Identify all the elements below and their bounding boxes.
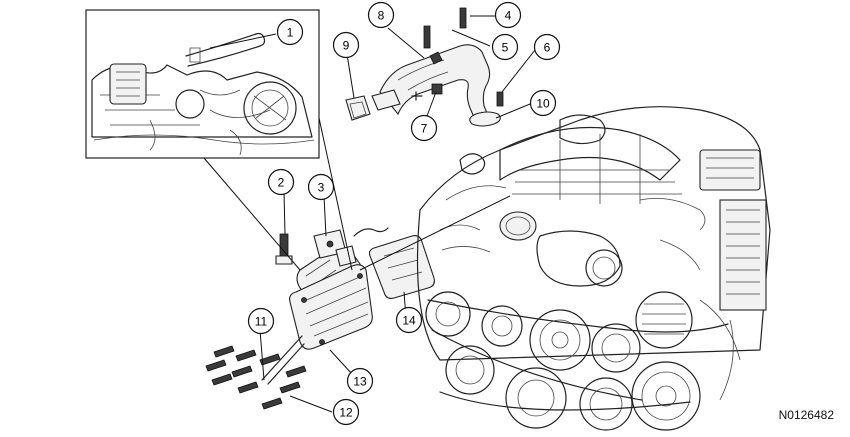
cooler-13 (289, 264, 373, 350)
svg-text:7: 7 (421, 122, 428, 136)
svg-text:1: 1 (287, 26, 294, 40)
callout-8: 8 (367, 1, 395, 29)
svg-text:12: 12 (339, 406, 353, 420)
callout-5: 5 (491, 33, 519, 61)
callout-13: 13 (346, 367, 374, 395)
callout-3: 3 (307, 173, 335, 201)
callout-4: 4 (494, 1, 522, 29)
callout-2: 2 (267, 168, 295, 196)
svg-text:3: 3 (318, 181, 325, 195)
svg-text:10: 10 (536, 97, 550, 111)
figure-reference-code: N0126482 (778, 408, 834, 422)
callout-6: 6 (533, 33, 561, 61)
callout-12: 12 (332, 398, 360, 426)
callout-1: 1 (276, 18, 304, 46)
svg-text:4: 4 (505, 9, 512, 23)
svg-text:14: 14 (402, 314, 416, 328)
svg-text:8: 8 (378, 9, 385, 23)
callout-10: 10 (529, 89, 557, 117)
svg-text:11: 11 (255, 315, 268, 329)
fitting-7 (431, 83, 443, 95)
svg-text:6: 6 (544, 41, 551, 55)
svg-text:9: 9 (343, 39, 350, 53)
bolt-group (205, 335, 307, 410)
svg-text:13: 13 (353, 375, 367, 389)
engine-assembly (416, 106, 771, 431)
callouts: 1 2 3 4 5 6 7 8 (247, 1, 561, 426)
leader-lines (203, 15, 536, 413)
callout-11: 11 (247, 307, 275, 335)
callout-9: 9 (332, 31, 360, 59)
svg-text:2: 2 (278, 176, 285, 190)
gasket-9 (345, 95, 371, 121)
callout-14: 14 (395, 306, 423, 334)
callout-7: 7 (410, 114, 438, 142)
bolts-4 (423, 7, 504, 107)
svg-text:5: 5 (502, 41, 509, 55)
sensor-2 (275, 233, 293, 265)
